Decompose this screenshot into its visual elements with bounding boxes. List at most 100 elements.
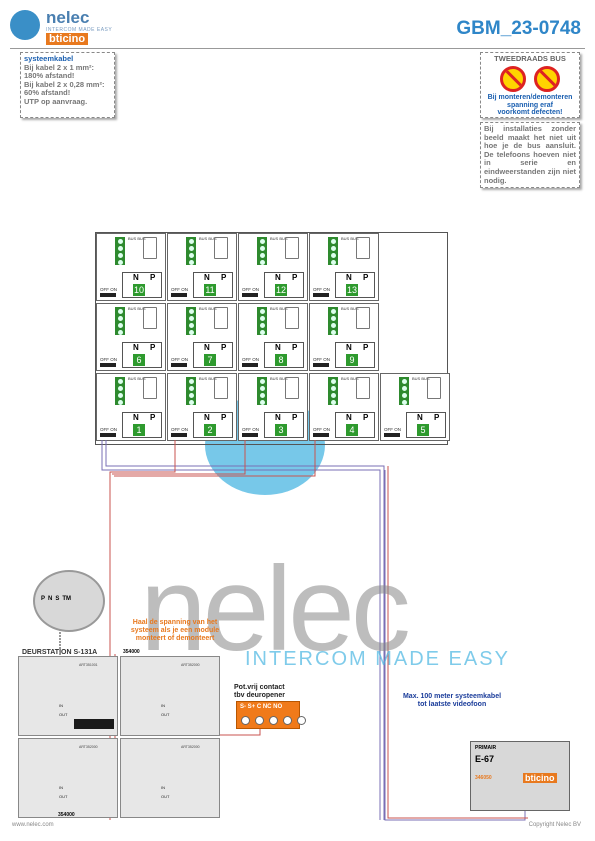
off-on-label: OFF ON [171, 357, 188, 362]
n-label: N [275, 343, 281, 352]
bus-terminal [257, 307, 267, 335]
module-tag: ART352000 [181, 663, 200, 667]
bus-label: BUS BUS [341, 236, 359, 241]
address-number: 2 [204, 424, 216, 436]
handset-panel [95, 232, 448, 445]
bus-label: BUS BUS [128, 376, 146, 381]
relay-terminals: S- S+ C NC NO [240, 704, 283, 710]
bus-terminal [186, 377, 196, 405]
zoom-label: P [41, 596, 46, 602]
p-label: P [150, 273, 156, 282]
p-label: P [221, 413, 227, 422]
cable-note-line: Bij kabel 2 x 1 mm²: [24, 62, 95, 72]
module-tag: ART352000 [181, 745, 200, 749]
psu-primary-label: PRIMAIR [475, 745, 497, 751]
dip-switch [242, 293, 258, 297]
address-number: 9 [346, 354, 358, 366]
switch-icon [143, 307, 157, 329]
bus-terminal [328, 307, 338, 335]
door-station-label: DEURSTATION S-131A [22, 649, 98, 656]
dip-switch [384, 433, 400, 437]
address-number: 11 [204, 284, 216, 296]
cable-note-line: Bij kabel 2 x 0,28 mm²: [24, 79, 105, 89]
bus-label: BUS BUS [412, 376, 430, 381]
warning-title: TWEEDRAADS BUS [494, 54, 566, 63]
header-divider [10, 48, 585, 49]
n-label: N [204, 343, 210, 352]
p-label: P [221, 273, 227, 282]
cable-note-line: UTP op aanvraag. [24, 96, 88, 106]
off-on-label: OFF ON [171, 287, 188, 292]
address-number: 12 [275, 284, 287, 296]
module-tag: ART351001 [79, 663, 98, 667]
p-label: P [434, 413, 440, 422]
n-label: N [133, 343, 139, 352]
warning-text: Bij monteren/demonteren [487, 94, 573, 101]
bus-terminal [399, 377, 409, 405]
switch-icon [143, 237, 157, 259]
psu-brand: bticino [523, 773, 557, 783]
footer-copyright: Copyright Nelec BV [528, 822, 581, 828]
n-label: N [346, 273, 352, 282]
bus-terminal [328, 377, 338, 405]
p-label: P [292, 273, 298, 282]
n-label: N [346, 413, 352, 422]
off-on-label: OFF ON [242, 287, 259, 292]
zoom-label: TM [62, 596, 72, 602]
bus-label: BUS BUS [341, 306, 359, 311]
max-cable-note: Max. 100 meter systeemkabel tot laatste … [392, 693, 512, 709]
p-label: P [363, 413, 369, 422]
p-label: P [150, 343, 156, 352]
relay-label-line: tbv deuropener [234, 692, 285, 699]
warning-text: voorkomt defecten! [497, 109, 563, 116]
relay-label-line: Pot.vrij contact [234, 684, 285, 691]
bus-label: BUS BUS [341, 376, 359, 381]
switch-icon [214, 307, 228, 329]
terminal-zoom-detail: P N S TM [33, 570, 105, 632]
switch-icon [285, 307, 299, 329]
relay-module: S- S+ C NC NO [236, 701, 306, 729]
bus-label: BUS BUS [270, 306, 288, 311]
bus-terminal [186, 237, 196, 265]
footer-url: www.nelec.com [12, 822, 54, 828]
address-number: 8 [275, 354, 287, 366]
watermark-text: nelec [140, 542, 411, 676]
p-label: P [221, 343, 227, 352]
no-plug-icon [500, 66, 526, 92]
relay-label: Pot.vrij contact tbv deuropener [234, 684, 285, 700]
dip-switch [171, 433, 187, 437]
n-label: N [204, 413, 210, 422]
max-cable-line: Max. 100 meter systeemkabel [402, 693, 502, 700]
max-cable-line: tot laatste videofoon [417, 701, 487, 708]
n-label: N [417, 413, 423, 422]
p-label: P [150, 413, 156, 422]
terminal-strip [74, 719, 114, 729]
switch-icon [356, 377, 370, 399]
dip-switch [171, 363, 187, 367]
no-voltage-icon [534, 66, 560, 92]
switch-icon [427, 377, 441, 399]
address-number: 7 [204, 354, 216, 366]
bus-terminal [257, 237, 267, 265]
bus-terminal [115, 237, 125, 265]
bus-label: BUS BUS [199, 376, 217, 381]
p-label: P [363, 343, 369, 352]
n-label: N [133, 273, 139, 282]
info-box: Bij installaties zonder beeld maakt het … [480, 122, 580, 188]
bus-label: BUS BUS [199, 306, 217, 311]
switch-icon [285, 237, 299, 259]
